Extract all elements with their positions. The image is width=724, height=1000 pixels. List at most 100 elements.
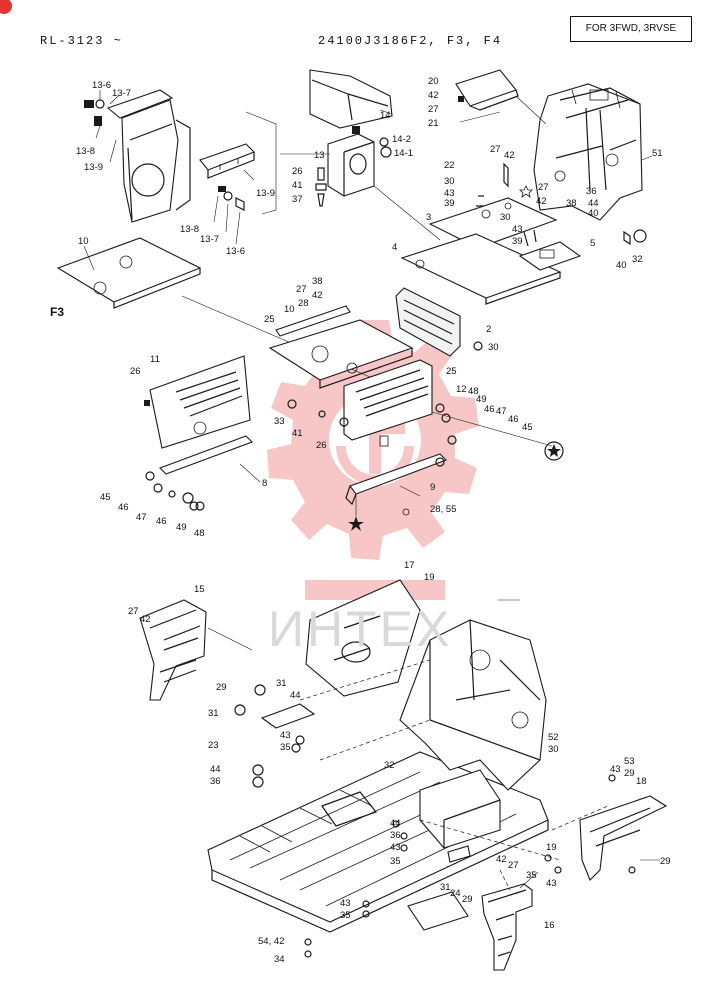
callout-28-fender: 28 xyxy=(298,298,309,309)
callout-10-f3: 10 xyxy=(78,236,89,247)
callout-24: 24 xyxy=(450,888,461,899)
callout-14-2: 14-2 xyxy=(392,134,412,145)
callout-41-mid: 41 xyxy=(292,428,303,439)
callout-30-frame: 30 xyxy=(548,744,559,755)
callout-8: 8 xyxy=(262,478,268,489)
callout-12: 12 xyxy=(456,384,467,395)
callout-44-right: 44 xyxy=(588,198,599,209)
callout-20: 20 xyxy=(428,76,439,87)
callout-39-dash: 39 xyxy=(444,198,455,209)
callout-27-lower: 27 xyxy=(508,860,519,871)
callout-41-seat: 41 xyxy=(292,180,303,191)
callout-13-9-left: 13-9 xyxy=(84,162,104,173)
callout-26-mid: 26 xyxy=(316,440,327,451)
callout-3: 3 xyxy=(426,212,432,223)
callout-25-right: 25 xyxy=(446,366,457,377)
callout-45-right: 45 xyxy=(522,422,533,433)
callout-36-left: 36 xyxy=(210,776,221,787)
callout-29-right: 29 xyxy=(624,768,635,779)
callout-11: 11 xyxy=(150,354,160,365)
callout-33: 33 xyxy=(274,416,285,427)
callout-53: 53 xyxy=(624,756,635,767)
callout-27-bracket: 27 xyxy=(428,104,439,115)
plates-3-4-5 xyxy=(400,162,647,305)
callout-42-lower: 42 xyxy=(496,854,507,865)
callout-44-left: 44 xyxy=(210,764,221,775)
callout-49-left: 49 xyxy=(176,522,187,533)
callout-25-left: 25 xyxy=(264,314,275,325)
seat-assembly-14 xyxy=(280,69,441,241)
callout-43-bottom-right: 43 xyxy=(546,878,557,889)
callout-13-8-top: 13-8 xyxy=(76,146,96,157)
callout-28-55: 28, 55 xyxy=(430,504,457,515)
watermark-text: ИНТЕХ xyxy=(268,601,453,657)
callout-43-mid: 43 xyxy=(280,730,291,741)
callout-27-right: 27 xyxy=(538,182,549,193)
callout-44-top: 44 xyxy=(290,690,301,701)
callout-43-right: 43 xyxy=(610,764,621,775)
callout-31-top: 31 xyxy=(276,678,287,689)
callout-9: 9 xyxy=(430,482,436,493)
callout-5: 5 xyxy=(590,238,596,249)
callout-43-bottom: 43 xyxy=(340,898,351,909)
callout-22: 22 xyxy=(444,160,455,171)
callout-15: 15 xyxy=(194,584,205,595)
callout-36-right: 36 xyxy=(586,186,597,197)
callout-13-7-top: 13-7 xyxy=(112,88,132,99)
callout-27-dash: 27 xyxy=(490,144,501,155)
callout-48-left: 48 xyxy=(194,528,205,539)
callout-37: 37 xyxy=(292,194,303,205)
callout-36-mid: 36 xyxy=(390,830,401,841)
callout-18: 18 xyxy=(636,776,647,787)
fender-panel-assembly xyxy=(144,287,553,516)
callout-40-bolt: 40 xyxy=(616,260,627,271)
callout-17: 17 xyxy=(404,560,415,571)
callout-10-fender: 10 xyxy=(284,304,295,315)
callout-14-1: 14-1 xyxy=(394,148,414,159)
callout-13: 13 xyxy=(314,150,325,161)
callout-54-42: 54, 42 xyxy=(258,936,285,947)
callout-30-plate: 30 xyxy=(500,212,511,223)
callout-35-mid: 35 xyxy=(280,742,291,753)
main-frame-assembly xyxy=(139,579,668,971)
variant-label: F3 xyxy=(50,305,65,319)
callout-4: 4 xyxy=(392,242,398,253)
callout-43-plate: 43 xyxy=(512,224,523,235)
part-number: 24100J3186F2, F3, F4 xyxy=(318,34,503,48)
callout-42-dash: 42 xyxy=(504,150,515,161)
callout-44-mid: 44 xyxy=(390,818,401,829)
callout-43-lower: 43 xyxy=(390,842,401,853)
callout-29-bottom: 29 xyxy=(462,894,473,905)
callout-42-right: 42 xyxy=(536,196,547,207)
callout-19-lower: 19 xyxy=(546,842,557,853)
callout-26-seat: 26 xyxy=(292,166,303,177)
applicability-box: FOR 3FWD, 3RVSE xyxy=(570,16,692,42)
callout-26-panel: 26 xyxy=(130,366,141,377)
callout-46-left-2: 46 xyxy=(156,516,167,527)
callout-42-step: 42 xyxy=(140,614,151,625)
callout-13-9-right: 13-9 xyxy=(256,188,276,199)
callout-47-left: 47 xyxy=(136,512,147,523)
model-label: RL-3123 ~ xyxy=(40,34,123,48)
callout-31-left: 31 xyxy=(208,708,219,719)
callout-30-dash: 30 xyxy=(444,176,455,187)
callout-46-left: 46 xyxy=(118,502,129,513)
dash-housing-51 xyxy=(455,69,653,221)
callout-47-right: 47 xyxy=(496,406,507,417)
callout-16: 16 xyxy=(544,920,555,931)
callout-35-lower: 35 xyxy=(390,856,401,867)
callout-46-right: 46 xyxy=(484,404,495,415)
callout-49-right: 49 xyxy=(476,394,487,405)
callout-23: 23 xyxy=(208,740,219,751)
callout-13-6-top: 13-6 xyxy=(92,80,112,91)
callout-13-7-bottom: 13-7 xyxy=(200,234,220,245)
callout-39-plate: 39 xyxy=(512,236,523,247)
callout-27-step: 27 xyxy=(128,606,139,617)
callout-32-bolt: 32 xyxy=(632,254,643,265)
callout-30-seat-support: 30 xyxy=(488,342,499,353)
callout-29-far-right: 29 xyxy=(660,856,671,867)
callout-13-6-bottom: 13-6 xyxy=(226,246,246,257)
callout-43-dash: 43 xyxy=(444,188,455,199)
